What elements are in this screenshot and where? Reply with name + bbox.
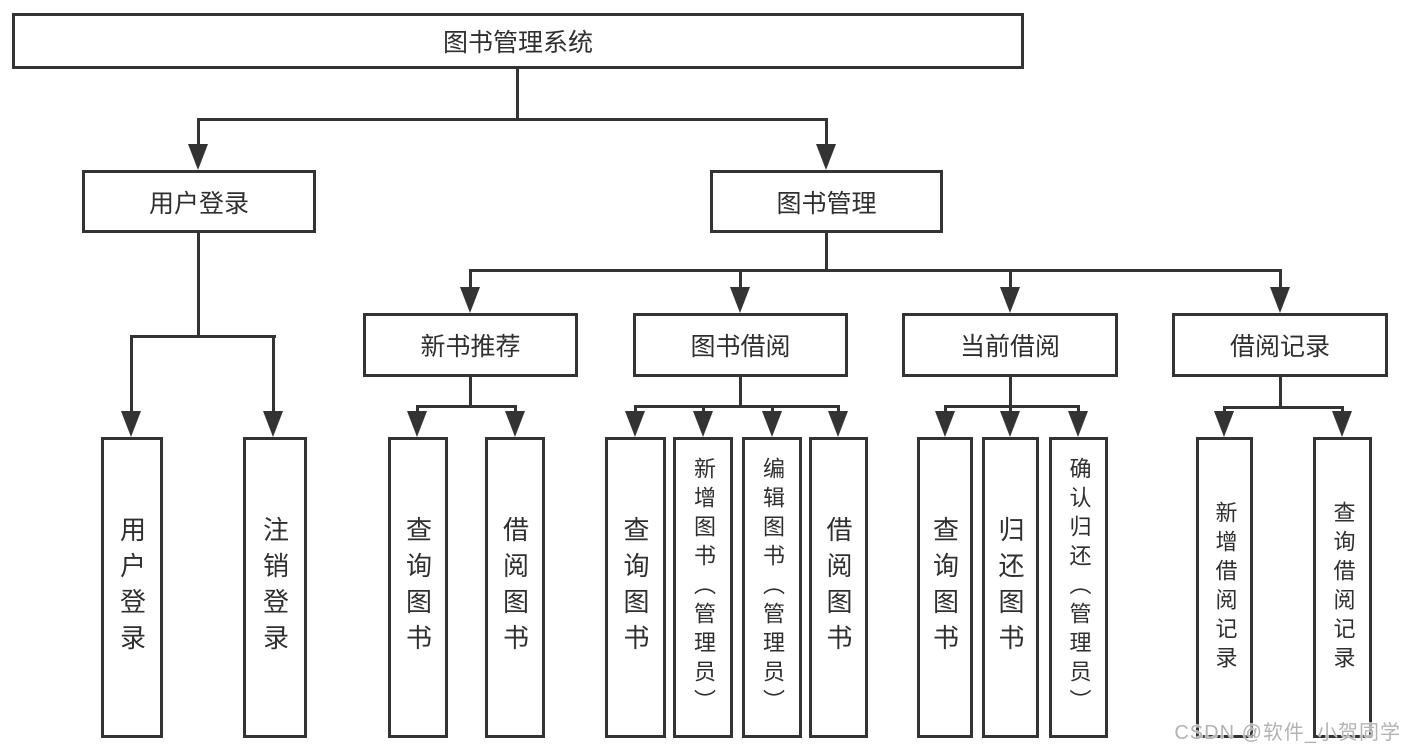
node-book-management: 图书管理 xyxy=(710,170,943,233)
node-nbr-query-books: 查询图书 xyxy=(388,437,448,738)
arrowhead-down xyxy=(1214,411,1234,437)
node-library-system: 图书管理系统 xyxy=(12,13,1024,69)
connector-line xyxy=(825,233,828,271)
connector-line xyxy=(1279,377,1282,408)
node-current-borrowing: 当前借阅 xyxy=(902,313,1118,377)
arrowhead-down xyxy=(1000,411,1020,437)
arrowhead-down xyxy=(1332,411,1352,437)
node-book-borrowing: 图书借阅 xyxy=(633,313,848,377)
connector-line xyxy=(1223,406,1344,409)
node-cb-confirm-return-admin: 确认归还（管理员） xyxy=(1049,437,1108,738)
arrowhead-down xyxy=(828,411,848,437)
connector-line xyxy=(1009,405,1012,414)
connector-line xyxy=(469,269,472,289)
arrowhead-down xyxy=(1068,411,1088,437)
node-br-add-record: 新增借阅记录 xyxy=(1196,437,1253,738)
node-bb-edit-books-admin: 编辑图书（管理员） xyxy=(742,437,802,738)
arrowhead-down xyxy=(935,411,955,437)
node-login: 用户登录 xyxy=(101,437,163,738)
connector-line xyxy=(944,405,1080,408)
arrowhead-down xyxy=(693,411,713,437)
connector-line xyxy=(197,233,200,337)
arrowhead-down xyxy=(625,411,645,437)
arrowhead-down xyxy=(407,411,427,437)
connector-line xyxy=(272,335,275,413)
arrowhead-down xyxy=(816,144,836,170)
node-bb-query-books: 查询图书 xyxy=(605,437,666,738)
connector-line xyxy=(771,405,774,414)
arrowhead-down xyxy=(263,411,283,437)
node-cb-query-books: 查询图书 xyxy=(917,437,973,738)
connector-line xyxy=(1341,406,1344,414)
connector-line xyxy=(825,118,828,146)
csdn-watermark: CSDN @软件_小贺同学 xyxy=(1174,722,1401,744)
arrowhead-down xyxy=(505,411,525,437)
connector-line xyxy=(702,405,705,414)
node-borrow-records: 借阅记录 xyxy=(1172,313,1388,377)
connector-line xyxy=(634,405,637,414)
node-logout: 注销登录 xyxy=(243,437,307,738)
node-cb-return-books: 归还图书 xyxy=(982,437,1039,738)
connector-line xyxy=(837,405,840,414)
node-user-login: 用户登录 xyxy=(82,170,316,233)
connector-line xyxy=(1279,269,1282,289)
arrowhead-down xyxy=(460,287,480,313)
connector-line xyxy=(739,377,742,407)
arrowhead-down xyxy=(121,411,141,437)
arrowhead-down xyxy=(730,287,750,313)
node-new-book-recommend: 新书推荐 xyxy=(363,313,578,377)
connector-line xyxy=(634,405,840,408)
arrowhead-down xyxy=(1270,287,1290,313)
node-br-query-record: 查询借阅记录 xyxy=(1313,437,1372,738)
connector-line xyxy=(197,118,828,121)
connector-line xyxy=(469,269,1282,272)
connector-line xyxy=(739,269,742,289)
connector-line xyxy=(516,69,519,120)
arrowhead-down xyxy=(1000,287,1020,313)
node-bb-borrow-books: 借阅图书 xyxy=(809,437,868,738)
connector-line xyxy=(1223,406,1226,414)
arrowhead-down xyxy=(188,144,208,170)
connector-line xyxy=(514,405,517,414)
connector-line xyxy=(416,405,517,408)
connector-line xyxy=(1009,269,1012,289)
connector-line xyxy=(469,377,472,407)
arrowhead-down xyxy=(762,411,782,437)
connector-line xyxy=(1077,405,1080,414)
connector-line xyxy=(416,405,419,414)
connector-line xyxy=(130,335,133,413)
node-bb-add-books-admin: 新增图书（管理员） xyxy=(673,437,733,738)
connector-line xyxy=(1009,377,1012,407)
node-nbr-borrow-books: 借阅图书 xyxy=(485,437,545,738)
connector-line xyxy=(944,405,947,414)
connector-line xyxy=(197,118,200,146)
connector-line xyxy=(130,335,276,338)
